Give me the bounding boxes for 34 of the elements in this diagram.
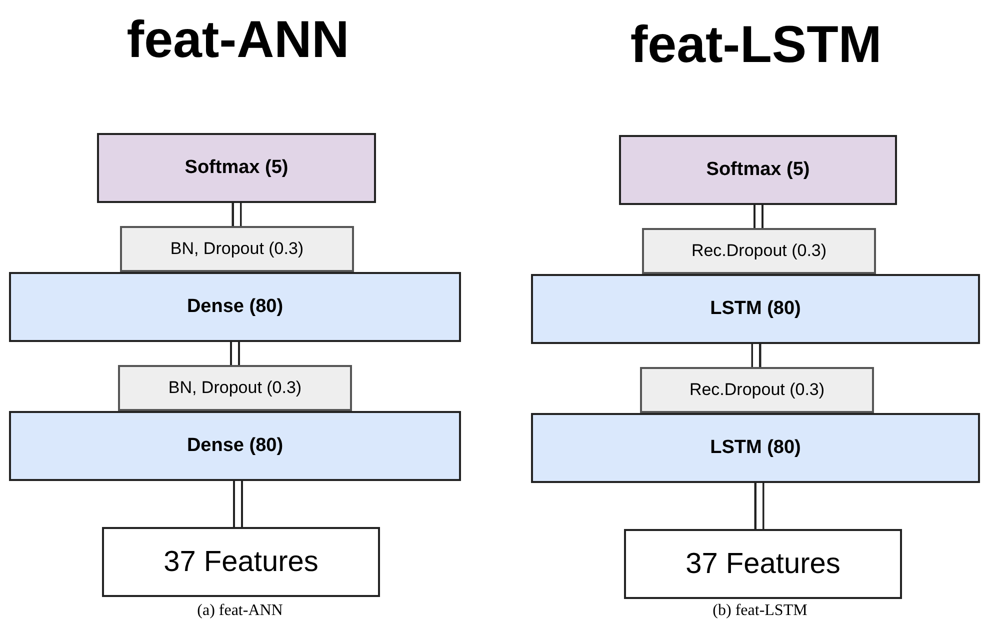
output-layer-box [97,133,376,203]
double-line-connector [233,481,243,527]
layer-box [9,411,461,481]
double-line-connector [751,344,762,367]
layer-box [9,272,461,342]
regularization-box [642,228,876,274]
layer-label: BN, Dropout (0.3) [168,378,302,398]
layer-label: Rec.Dropout (0.3) [689,380,825,400]
layer-label: 37 Features [686,548,840,580]
input-box [624,529,902,599]
layer-label: Dense (80) [186,296,284,318]
double-line-connector [754,483,764,529]
layer-label: 37 Features [164,546,318,578]
layer-box [531,274,980,344]
double-line-connector [754,205,764,228]
layer-label: Softmax (5) [706,159,810,181]
regularization-box [640,367,874,413]
layer-label: Softmax (5) [184,157,288,179]
panel-title: feat-ANN [126,10,350,70]
layer-label: LSTM (80) [710,298,801,320]
figure-caption: (b) feat-LSTM [712,602,808,620]
double-line-connector [230,342,240,365]
input-box [102,527,380,597]
regularization-box [120,226,354,272]
layer-label: BN, Dropout (0.3) [170,239,304,259]
output-layer-box [619,135,897,205]
layer-box [531,413,980,483]
figure-caption: (a) feat-ANN [197,602,283,620]
panel-title: feat-LSTM [630,15,882,75]
layer-label: Rec.Dropout (0.3) [691,241,827,261]
double-line-connector [232,203,242,226]
layer-label: Dense (80) [186,435,284,457]
regularization-box [118,365,352,411]
layer-label: LSTM (80) [710,437,801,459]
